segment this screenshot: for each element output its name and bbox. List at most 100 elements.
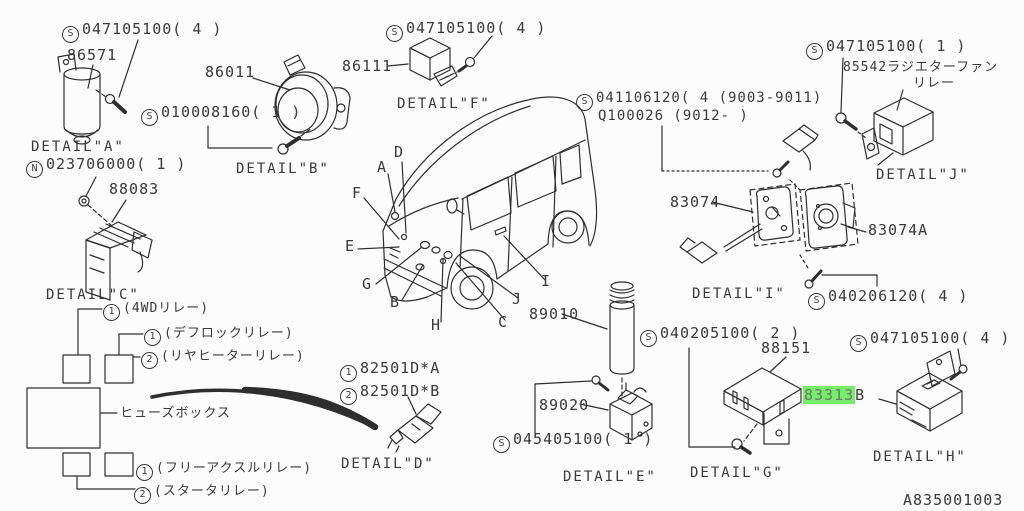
- relay-name: (4WDリレー): [123, 301, 210, 316]
- fuse-box-caption: ヒューズボックス: [120, 406, 231, 421]
- part-number-suffix: B: [855, 386, 866, 404]
- label-detail-h: DETAIL"H": [873, 450, 967, 464]
- relay-name: (デフロックリレー): [164, 326, 294, 341]
- part-number: 82501D*A: [360, 359, 441, 377]
- label-part-83074a: 83074A: [868, 223, 928, 238]
- part-number: 85542ラジエターファン: [843, 60, 999, 75]
- part-number: 047105100( 4 ): [82, 20, 223, 38]
- label-detail-g: DETAIL"G": [690, 466, 784, 480]
- detail-caption: DETAIL"A": [31, 139, 125, 155]
- part-86571-drawing: [57, 39, 139, 145]
- part-number: 88151: [761, 339, 812, 357]
- part-number: 023706000( 1 ): [46, 155, 187, 173]
- part-83313b-drawing: [896, 348, 968, 432]
- part-number: 82501D*B: [360, 382, 441, 400]
- detail-i-assembly: [661, 124, 878, 289]
- label-part-83313b: 83313B: [803, 386, 866, 404]
- detail-caption: DETAIL"B": [236, 161, 330, 177]
- part-number: 86011: [205, 63, 256, 81]
- circled-2-icon: 2: [141, 352, 158, 369]
- part-86111-drawing: [387, 35, 493, 87]
- circled-2-icon: 2: [134, 487, 151, 504]
- label-detail-j: DETAIL"J": [876, 168, 970, 182]
- label-detail-c: DETAIL"C": [46, 288, 140, 302]
- callout-leaders: [357, 161, 546, 323]
- circled-s-icon: S: [62, 26, 79, 43]
- detail-caption: DETAIL"G": [690, 465, 784, 481]
- circled-1-icon: 1: [136, 464, 153, 481]
- circled-s-icon: S: [386, 25, 403, 42]
- label-part-85542-line2: リレー: [913, 77, 955, 90]
- fuse-box-schematic: [26, 308, 144, 490]
- part-89010-drawing: [561, 281, 635, 397]
- circled-s-icon: S: [806, 43, 823, 60]
- circled-s-icon: S: [493, 436, 510, 453]
- part-number: 047105100( 1 ): [826, 37, 967, 55]
- callout-b: B: [390, 293, 400, 311]
- swoosh-stroke: [150, 386, 379, 431]
- relay-name: リレー: [913, 76, 956, 91]
- detail-caption: DETAIL"I": [692, 286, 786, 302]
- callout-e: E: [345, 237, 355, 255]
- callout-f: F: [352, 184, 362, 202]
- detail-caption: DETAIL"H": [873, 449, 967, 465]
- part-number: 83074A: [868, 221, 929, 239]
- detail-caption: DETAIL"C": [46, 287, 140, 303]
- part-number: 89020: [539, 396, 590, 414]
- label-fuse-box: ヒューズボックス: [120, 407, 231, 420]
- label-drawing-number: A835001003: [903, 493, 1003, 508]
- label-relay-starter: 2(スタータリレー): [134, 485, 270, 504]
- label-part-89020: 89020: [539, 398, 589, 413]
- part-number: 047105100( 4 ): [870, 329, 1011, 347]
- relay-name: (リヤヒーターリレー): [161, 349, 305, 364]
- part-number: Q100026 (9012- ): [598, 108, 749, 124]
- circled-2-icon: 2: [340, 388, 357, 405]
- part-88151-drawing: [688, 347, 897, 455]
- part-number: 045405100( 1 ): [513, 430, 654, 448]
- detail-caption: DETAIL"D": [341, 456, 435, 472]
- relay-name: (フリーアクスルリレー): [156, 461, 313, 476]
- part-86011-drawing: [207, 54, 351, 155]
- circled-s-icon: S: [141, 109, 158, 126]
- label-detail-f: DETAIL"F": [397, 97, 491, 111]
- part-89020-drawing: [534, 375, 653, 441]
- label-part-86111: 86111: [342, 59, 392, 74]
- part-82501d-drawing: [387, 396, 442, 453]
- label-relay-4wd: 1(4WDリレー): [103, 302, 209, 321]
- part-number: 86111: [342, 57, 393, 75]
- label-detail-b: DETAIL"B": [236, 162, 330, 176]
- detail-caption: DETAIL"E": [563, 469, 657, 485]
- callout-c: C: [498, 313, 508, 331]
- part-number: 83074: [670, 193, 721, 211]
- part-number: 040205100( 2 ): [660, 324, 801, 342]
- part-number: 86571: [67, 46, 118, 64]
- label-relay-deflock: 1(デフロックリレー): [144, 327, 294, 346]
- relay-name: (スタータリレー): [154, 484, 270, 499]
- drawing-number: A835001003: [903, 491, 1004, 509]
- callout-g: G: [362, 275, 372, 293]
- van-drawing: [382, 96, 598, 310]
- part-88083-drawing: [78, 176, 153, 301]
- detail-caption: DETAIL"J": [876, 167, 970, 183]
- part-number: 88083: [109, 180, 160, 198]
- circled-s-icon: S: [850, 335, 867, 352]
- circled-1-icon: 1: [144, 329, 161, 346]
- label-part-88083: 88083: [109, 182, 159, 197]
- label-part-83074: 83074: [670, 195, 720, 210]
- label-detail-e: DETAIL"E": [563, 470, 657, 484]
- label-part-86011: 86011: [205, 65, 255, 80]
- part-number: 047105100( 4 ): [406, 19, 547, 37]
- callout-d: D: [394, 143, 404, 161]
